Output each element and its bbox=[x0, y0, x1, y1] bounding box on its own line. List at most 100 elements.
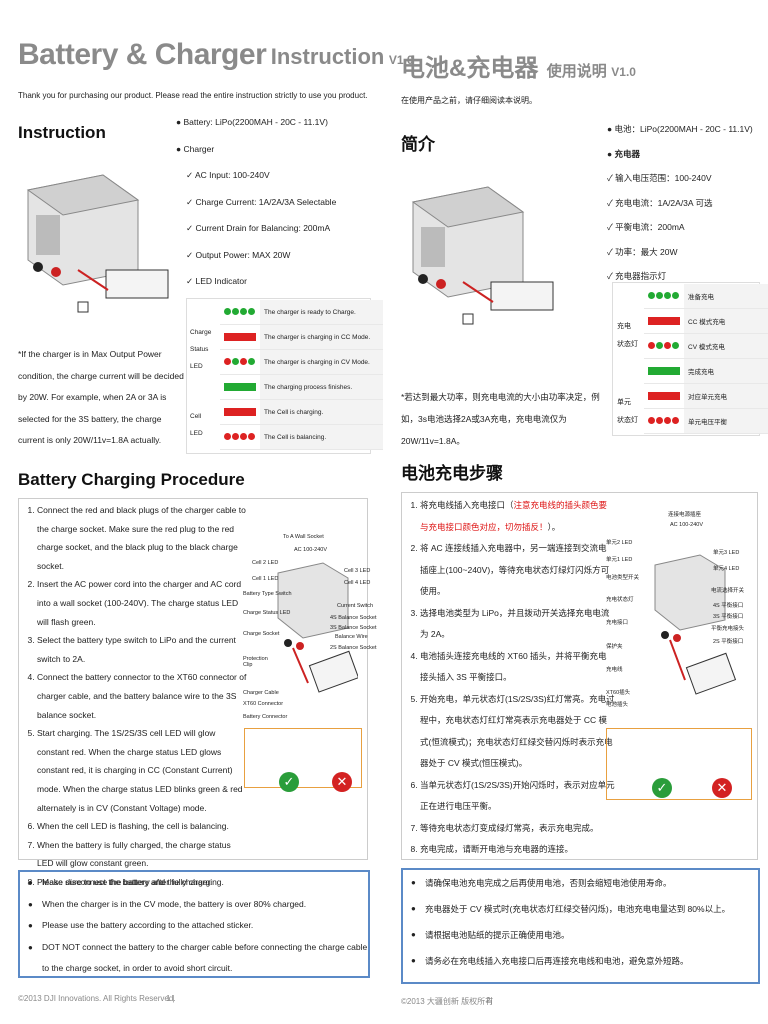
cn-spec-led: ✓ 充电器指示灯 bbox=[607, 271, 667, 281]
table-row: The charging process finishes. bbox=[220, 374, 383, 400]
list-item: 等待充电状态灯变成绿灯常亮，表示充电完成。 bbox=[420, 818, 615, 840]
en-led-table: The charger is ready to Charge. The char… bbox=[220, 300, 383, 450]
cn-section-procedure: 电池充电步骤 bbox=[401, 464, 503, 483]
cn-spec-drain: ✓ 平衡电流：200mA bbox=[607, 222, 685, 232]
en-lbl-socket: Charge Socket bbox=[243, 631, 280, 637]
list-item: 开始充电，单元状态灯(1S/2S/3S)红灯常亮。充电过程中，充电状态灯红灯常亮… bbox=[420, 689, 615, 775]
en-spec-battery: ● Battery: LiPo(2200MAH - 20C - 11.1V) bbox=[176, 117, 328, 127]
list-item: 当单元状态灯(1S/2S/3S)开始闪烁时，表示对应单元正在进行电压平衡。 bbox=[420, 775, 615, 818]
cn-lbl-xt60: XT60插头 bbox=[606, 690, 631, 696]
cn-lbl-ac: AC 100-240V bbox=[670, 522, 704, 528]
list-item: Please use the battery according to the … bbox=[42, 915, 368, 937]
cn-title-sub: 使用说明 bbox=[546, 63, 607, 80]
cn-lbl-cell2: 单元2 LED bbox=[606, 540, 633, 546]
cn-spec-ac: ✓ 输入电压范围：100-240V bbox=[607, 173, 712, 183]
list-item: 充电器处于 CV 模式时(充电状态灯红绿交替闪烁)，电池充电电量达到 80%以上… bbox=[425, 896, 758, 922]
en-lbl-cable: Charger Cable bbox=[243, 690, 279, 696]
en-spec-ac: ✓ AC Input: 100-240V bbox=[186, 170, 270, 180]
list-item: Select the battery type switch to LiPo a… bbox=[37, 631, 247, 668]
cn-led-group-cell: 单元 状态灯 bbox=[617, 399, 638, 424]
list-item: Make sure to use the battery after fully… bbox=[42, 872, 368, 894]
en-lbl-cell3: Cell 3 LED bbox=[344, 568, 371, 574]
en-led-group-cell: Cell LED bbox=[190, 413, 203, 437]
en-title: Battery & Charger Instruction V1.0 bbox=[18, 38, 414, 72]
en-spec-current: ✓ Charge Current: 1A/2A/3A Selectable bbox=[186, 196, 337, 207]
en-notes-box: Make sure to use the battery after fully… bbox=[18, 870, 370, 978]
en-led-group-charge: Charge Status LED bbox=[190, 329, 212, 370]
table-row: The Cell is charging. bbox=[220, 399, 383, 425]
en-notes-list: Make sure to use the battery after fully… bbox=[20, 872, 368, 980]
cross-icon: ✕ bbox=[332, 772, 352, 792]
en-lbl-cell1: Cell 1 LED bbox=[252, 576, 279, 582]
en-lbl-cell4: Cell 4 LED bbox=[344, 580, 371, 586]
cn-lbl-batt-switch: 电池类型开关 bbox=[606, 575, 640, 581]
table-row: The charger is charging in CV Mode. bbox=[220, 349, 383, 375]
list-item: 请根据电池贴纸的提示正确使用电池。 bbox=[425, 922, 758, 948]
en-title-main: Battery & Charger bbox=[18, 38, 267, 71]
cn-lbl-current: 电流选择开关 bbox=[711, 588, 745, 594]
table-row: 完成充电 bbox=[644, 358, 768, 384]
cn-title: 电池&充电器 使用说明 V1.0 bbox=[401, 48, 636, 83]
en-lbl-bw: Balance Wire bbox=[335, 634, 368, 640]
en-lbl-b3s: 3S Balance Socket bbox=[330, 625, 377, 631]
cn-notes-list: 请确保电池充电完成之后再使用电池，否则会缩短电池使用寿命。 充电器处于 CV 模… bbox=[403, 870, 758, 974]
list-item: DOT NOT connect the battery to the charg… bbox=[42, 937, 368, 980]
en-plug-pictogram bbox=[244, 728, 362, 788]
cn-lbl-cell4: 单元4 LED bbox=[713, 566, 740, 572]
cn-procedure-box: 将充电线插入充电接口（注意充电线的插头颜色要与充电接口颜色对应，切勿插反！）。 … bbox=[401, 492, 758, 860]
en-procedure-list: Connect the red and black plugs of the c… bbox=[19, 501, 247, 891]
cn-lbl-bw: 平衡充电接头 bbox=[711, 626, 745, 632]
table-row: The Cell is balancing. bbox=[220, 424, 383, 450]
cn-spec-power: ✓ 功率：最大 20W bbox=[607, 246, 678, 257]
table-row: The charger is charging in CC Mode. bbox=[220, 324, 383, 350]
list-item: 请务必在充电线插入充电接口后再连接充电线和电池，避免意外短路。 bbox=[425, 948, 758, 974]
cn-lbl-cell3: 单元3 LED bbox=[713, 550, 740, 556]
en-lbl-b4s: 4S Balance Socket bbox=[330, 615, 377, 621]
en-title-sub: Instruction bbox=[270, 44, 385, 69]
cn-footer: ©2013 大疆创新 版权所有 bbox=[401, 997, 494, 1006]
table-row: CC 模式充电 bbox=[644, 308, 768, 334]
table-row: CV 模式充电 bbox=[644, 333, 768, 359]
en-lbl-status: Charge Status LED bbox=[243, 610, 291, 616]
en-spec-list: ● Battery: LiPo(2200MAH - 20C - 11.1V) ●… bbox=[176, 109, 336, 295]
cn-lbl-status: 充电状态灯 bbox=[606, 597, 634, 603]
en-section-procedure: Battery Charging Procedure bbox=[18, 470, 245, 489]
cn-note-max: *若达到最大功率，则充电电流的大小由功率决定，例如，3s电池选择2A或3A充电，… bbox=[401, 392, 600, 446]
cn-lbl-b2s: 2S 平衡接口 bbox=[713, 639, 744, 645]
en-lbl-batt-switch: Battery Type Switch bbox=[243, 591, 292, 597]
cn-plug-pictogram bbox=[606, 728, 752, 800]
list-item: When the cell LED is flashing, the cell … bbox=[37, 817, 247, 836]
cn-lbl-protect: 保护夹 bbox=[606, 644, 623, 650]
cn-lbl-b3s: 3S 平衡接口 bbox=[713, 614, 744, 620]
cn-lbl-cell1: 单元1 LED bbox=[606, 557, 633, 563]
en-version: V1.0 bbox=[388, 53, 414, 67]
en-lbl-protect: Protection Clip bbox=[243, 656, 268, 668]
en-lbl-b2s: 2S Balance Socket bbox=[330, 645, 377, 651]
check-icon: ✓ bbox=[279, 772, 299, 792]
table-row: The charger is ready to Charge. bbox=[220, 300, 383, 325]
list-item: 电池插头连接充电线的 XT60 插头，并将平衡充电接头插入 3S 平衡接口。 bbox=[420, 646, 615, 689]
en-lbl-xt60: XT60 Connector bbox=[243, 701, 284, 707]
en-section-instruction: Instruction bbox=[18, 123, 106, 142]
cn-title-main: 电池&充电器 bbox=[401, 55, 539, 82]
table-row: 单元电压平衡 bbox=[644, 408, 768, 434]
en-spec-power: ✓ Output Power: MAX 20W bbox=[186, 249, 291, 260]
en-procedure-diagram bbox=[277, 562, 358, 693]
cn-lbl-wall: 连接电源插座 bbox=[668, 512, 702, 518]
cn-led-table: 准备充电 CC 模式充电 CV 模式充电 完成充电 对应单元充电 单元电压平衡 bbox=[644, 284, 768, 434]
list-item: 将 AC 连接线插入充电器中，另一端连接到交流电插座上(100~240V)，等待… bbox=[420, 538, 615, 603]
en-lbl-ac: AC 100-240V bbox=[294, 547, 328, 553]
en-spec-drain: ✓ Current Drain for Balancing: 200mA bbox=[186, 223, 331, 233]
list-item: When the charger is in the CV mode, the … bbox=[42, 894, 368, 916]
en-spec-led: ✓ LED Indicator bbox=[186, 276, 247, 286]
list-item: 将充电线插入充电接口（注意充电线的插头颜色要与充电接口颜色对应，切勿插反！）。 bbox=[420, 495, 615, 538]
cn-notes-box: 请确保电池充电完成之后再使用电池，否则会缩短电池使用寿命。 充电器处于 CV 模… bbox=[401, 868, 760, 984]
table-row: 对应单元充电 bbox=[644, 383, 768, 409]
en-note-max: *If the charger is in Max Output Power c… bbox=[18, 349, 184, 445]
check-icon: ✓ bbox=[652, 778, 672, 798]
cn-version: V1.0 bbox=[611, 65, 636, 79]
en-lbl-wall: To A Wall Socket bbox=[283, 534, 324, 540]
en-charger-illustration bbox=[26, 174, 169, 313]
en-thanks: Thank you for purchasing our product. Pl… bbox=[18, 91, 368, 100]
en-page-number: 1 | bbox=[166, 994, 175, 1003]
